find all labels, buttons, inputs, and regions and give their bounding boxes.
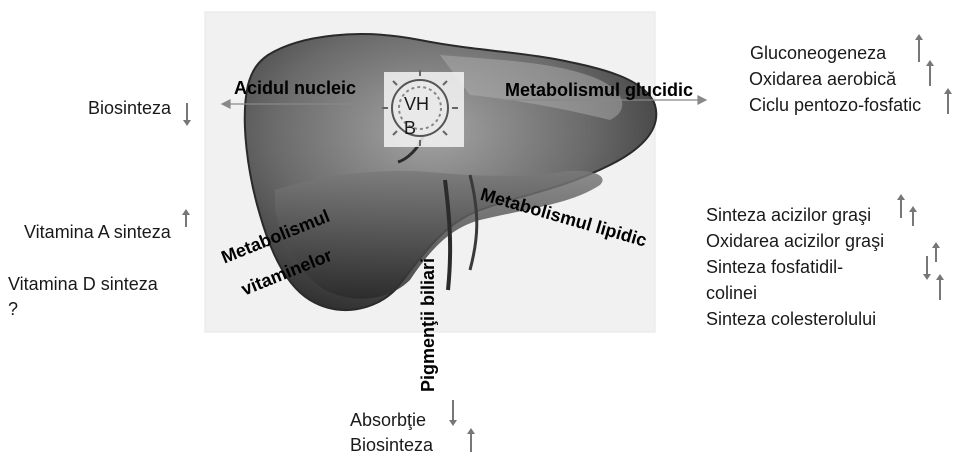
arrow-up-icon [929,66,931,86]
lipidic-item-fatty-acid-oxidation: Oxidarea acizilor graşi [706,230,884,252]
glucidic-metabolism-label: Metabolismul glucidic [505,79,693,101]
arrow-up-icon [900,200,902,218]
bile-item-biosynthesis: Biosinteza [350,434,433,456]
arrow-down-icon [452,400,454,420]
glucidic-item-aerobic-oxidation: Oxidarea aerobică [749,68,896,90]
arrow-up-icon [939,280,941,300]
glucidic-item-gluconeogenesis: Gluconeogeneza [750,42,886,64]
lipidic-item-cholesterol: Sinteza colesterolului [706,308,876,330]
nucleic-item-biosynthesis: Biosinteza [88,97,171,119]
arrow-up-icon [918,40,920,62]
arrow-up-icon [470,434,472,452]
lipidic-item-choline: colinei [706,282,757,304]
vitamin-item-d: Vitamina D sinteza [8,273,158,295]
vitamin-item-a: Vitamina A sinteza [24,221,171,243]
vitamin-item-unknown: ? [8,298,18,320]
virus-label-1: VH [404,93,429,115]
glucidic-item-pentose-cycle: Ciclu pentozo-fosfatic [749,94,921,116]
arrow-up-icon [912,212,914,226]
arrow-up-icon [947,94,949,114]
lipidic-item-phosphatidyl: Sinteza fosfatidil- [706,256,843,278]
arrow-up-icon [185,215,187,227]
arrow-down-icon [926,256,928,274]
virus-label-2: B [404,117,416,139]
arrow-down-icon [186,103,188,120]
bile-pigments-label: Pigmenţii biliari [417,258,439,392]
bile-item-absorption: Absorbţie [350,409,426,431]
lipidic-item-fatty-acid-synthesis: Sinteza acizilor graşi [706,204,871,226]
arrow-up-icon [935,248,937,262]
nucleic-acid-label: Acidul nucleic [234,77,356,99]
